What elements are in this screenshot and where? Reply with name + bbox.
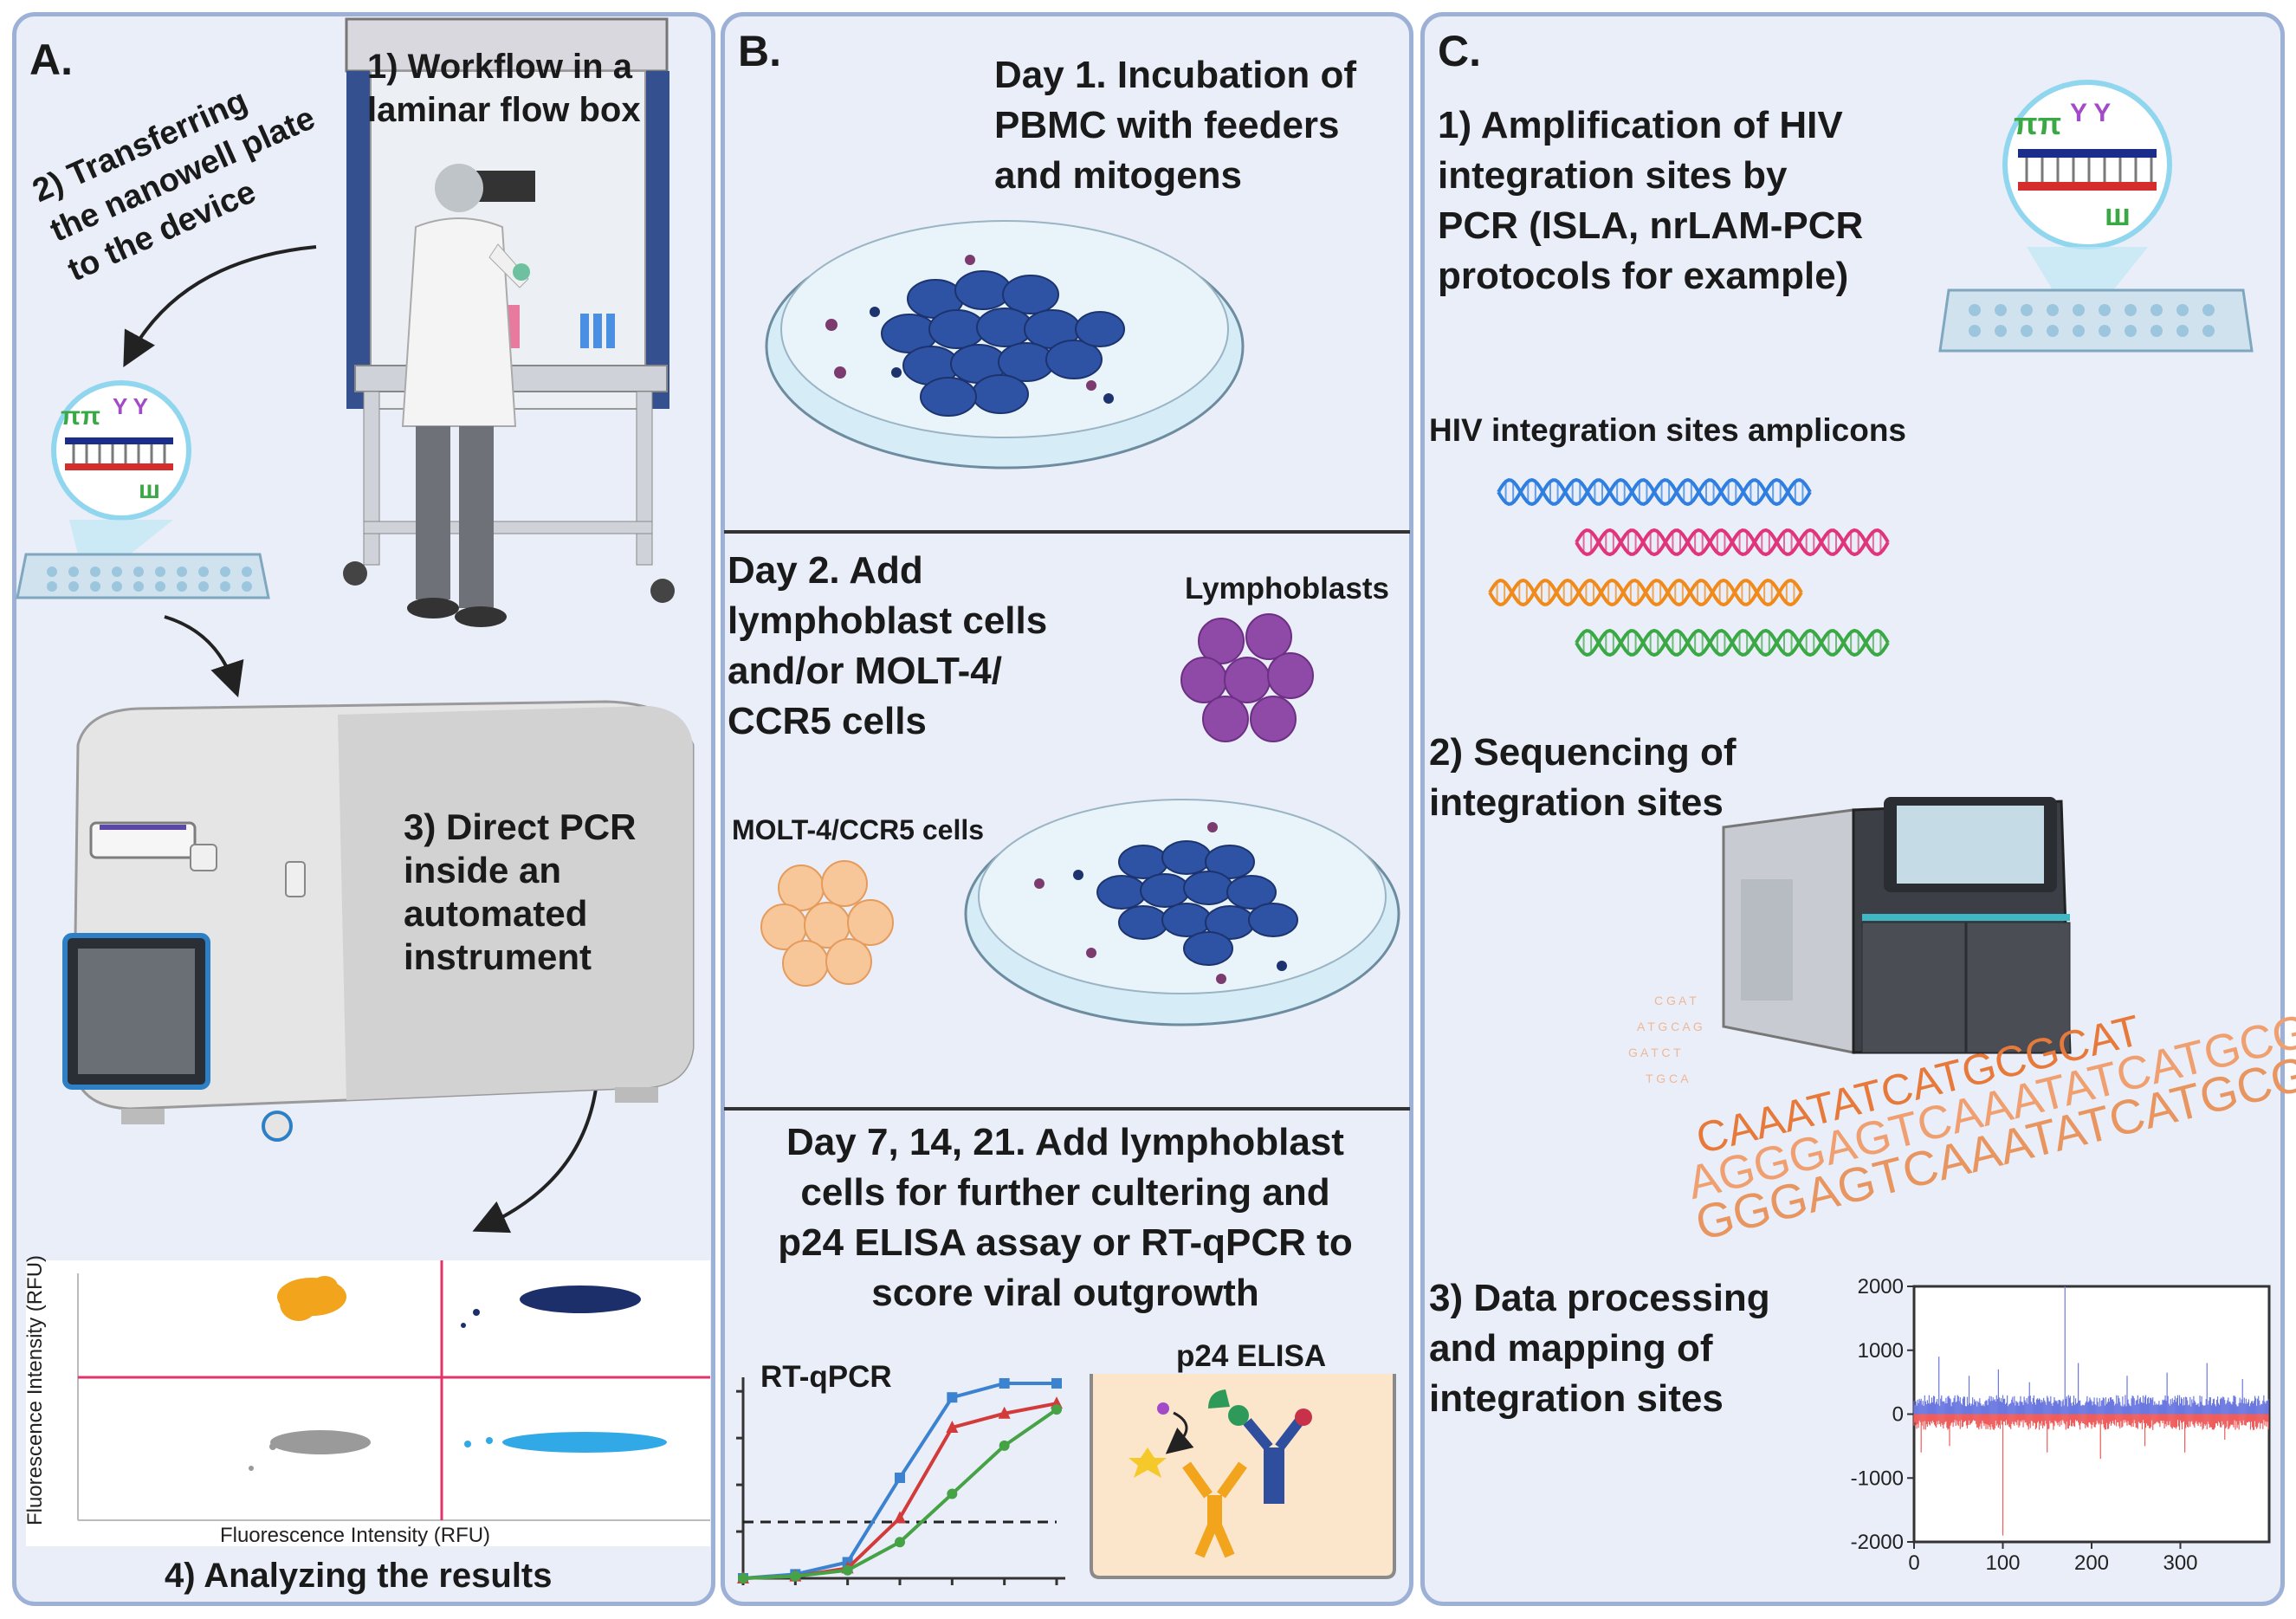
p24-elisa-well bbox=[1090, 1374, 1396, 1579]
panel-c-step2: 2) Sequencing of integration sites bbox=[1429, 731, 1737, 824]
svg-text:A T G C A G: A T G C A G bbox=[1637, 1020, 1703, 1033]
panel-a-step4: 4) Analyzing the results bbox=[165, 1557, 553, 1595]
panel-b-day7: Day 7, 14, 21. Add lymphoblast cells for… bbox=[778, 1121, 1353, 1314]
panel-b-divider-2 bbox=[724, 1107, 1410, 1111]
panel-b-divider-1 bbox=[724, 530, 1410, 534]
pcr-instrument bbox=[62, 700, 695, 1142]
rtqpcr-point bbox=[947, 1392, 958, 1403]
panel-b-day2: Day 2. Add lymphoblast cells and/or MOLT… bbox=[728, 549, 1048, 742]
laminar-flow-hood bbox=[343, 17, 675, 627]
svg-text:ш: ш bbox=[139, 476, 160, 504]
rtqpcr-series-line bbox=[742, 1402, 1057, 1580]
molt-cell-cluster bbox=[760, 860, 894, 987]
p24-title: p24 ELISA bbox=[1176, 1339, 1327, 1373]
rtqpcr-series-line bbox=[742, 1408, 1058, 1580]
panel-c-step1: 1) Amplification of HIV integration site… bbox=[1438, 104, 1864, 297]
mapping-y-tick-label: -1000 bbox=[1851, 1467, 1904, 1490]
petri-dish-pbmc bbox=[765, 220, 1245, 470]
mapping-x-tick-label: 100 bbox=[1985, 1551, 2020, 1575]
label-lymphoblasts: Lymphoblasts bbox=[1185, 572, 1389, 606]
panel-c-letter: C. bbox=[1438, 27, 1481, 75]
rtqpcr-point bbox=[895, 1537, 905, 1548]
svg-text:ш: ш bbox=[2105, 197, 2131, 232]
rtqpcr-point bbox=[999, 1377, 1010, 1389]
mapping-y-tick-label: -2000 bbox=[1851, 1531, 1904, 1554]
label-amplicons: HIV integration sites amplicons bbox=[1429, 412, 1907, 448]
mapping-x-tick-label: 300 bbox=[2163, 1551, 2197, 1575]
panel-b-day1: Day 1. Incubation of PBMC with feeders a… bbox=[994, 54, 1357, 197]
svg-text:T G C A: T G C A bbox=[1646, 1072, 1689, 1085]
scatter-ylabel: Fluorescence Intensity (RFU) bbox=[23, 1255, 47, 1525]
rtqpcr-point bbox=[946, 1421, 959, 1433]
dna-amplicons bbox=[1488, 477, 1890, 657]
panel-a-step1: 1) Workflow in a laminar flow box bbox=[367, 48, 641, 129]
panel-a-step3: 3) Direct PCR inside an automated instru… bbox=[404, 806, 637, 977]
svg-text:ππ: ππ bbox=[2014, 106, 2061, 141]
nanowell-plate-c: ππ Y Y ш bbox=[1938, 80, 2254, 353]
dna-backbone bbox=[1575, 528, 1890, 557]
svg-text:G A T C T: G A T C T bbox=[1628, 1046, 1681, 1059]
rtqpcr-point bbox=[1051, 1404, 1062, 1415]
dna-backbone bbox=[1497, 477, 1812, 507]
rtqpcr-point bbox=[790, 1570, 801, 1582]
petri-dish-coculture bbox=[964, 799, 1400, 1026]
mapping-x-tick-label: 200 bbox=[2074, 1551, 2109, 1575]
rtqpcr-point bbox=[895, 1473, 905, 1483]
sequence-reads: A T G C A G G A T C T C G A T T G C A CA… bbox=[1628, 994, 2296, 1251]
mapping-y-tick-label: 1000 bbox=[1858, 1339, 1904, 1363]
rtqpcr-point bbox=[842, 1564, 853, 1576]
svg-text:ππ: ππ bbox=[61, 402, 100, 431]
nanowell-plate-a: ππ Y Y ш bbox=[16, 380, 270, 599]
svg-text:C G A T: C G A T bbox=[1654, 994, 1697, 1007]
scatter-xlabel: Fluorescence Intensity (RFU) bbox=[220, 1524, 490, 1547]
mapping-x-tick-label: 0 bbox=[1908, 1551, 1919, 1575]
panel-c-step3: 3) Data processing and mapping of integr… bbox=[1429, 1277, 1770, 1420]
rtqpcr-point bbox=[947, 1488, 958, 1499]
panel-b-letter: B. bbox=[738, 27, 781, 75]
rtqpcr-point bbox=[738, 1573, 748, 1583]
dna-backbone bbox=[1575, 628, 1890, 657]
rtqpcr-point bbox=[1051, 1377, 1062, 1389]
rtqpcr-chart bbox=[736, 1377, 1065, 1585]
rtqpcr-point bbox=[999, 1440, 1010, 1451]
panel-a-letter: A. bbox=[29, 36, 73, 84]
sequencer-instrument bbox=[1722, 797, 2072, 1054]
lymphoblast-cluster bbox=[1180, 613, 1314, 742]
scatter-plot: Fluorescence Intensity (RFU) Fluorescenc… bbox=[23, 1255, 710, 1547]
label-molt-cells: MOLT-4/CCR5 cells bbox=[732, 814, 985, 845]
rtqpcr-title: RT-qPCR bbox=[760, 1360, 892, 1394]
mapping-y-tick-label: 0 bbox=[1892, 1403, 1904, 1427]
dna-backbone bbox=[1488, 578, 1803, 607]
mapping-y-tick-label: 2000 bbox=[1858, 1275, 1904, 1298]
svg-text:Y Y: Y Y bbox=[2070, 99, 2111, 127]
rtqpcr-point bbox=[894, 1511, 906, 1524]
svg-text:Y Y: Y Y bbox=[113, 393, 148, 419]
rtqpcr-point bbox=[998, 1406, 1011, 1419]
